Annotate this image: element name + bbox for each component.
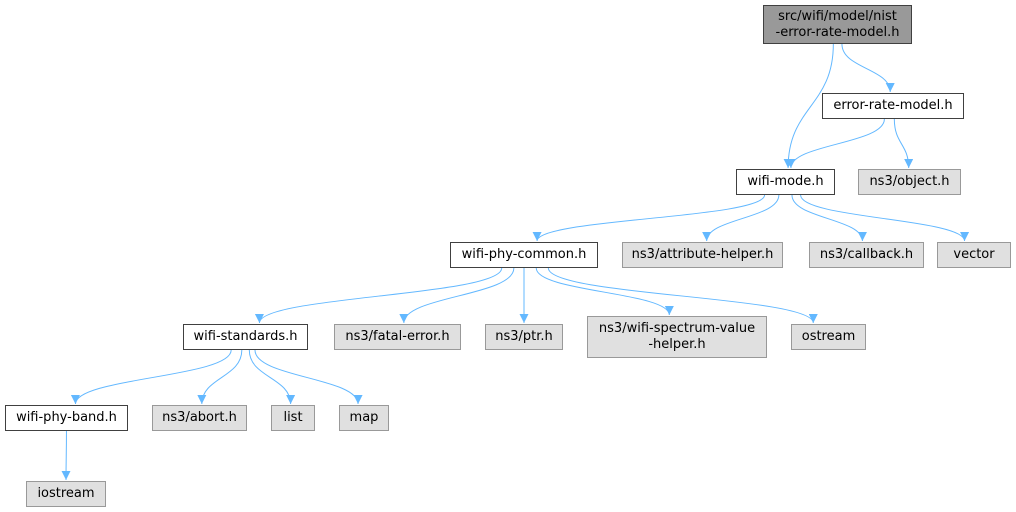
edge-common-to-spectrum xyxy=(535,267,674,316)
node-error-rate-model-h[interactable]: error-rate-model.h xyxy=(822,93,964,119)
edge-common-to-standards xyxy=(255,267,503,324)
node-ns3-attribute-helper-h: ns3/attribute-helper.h xyxy=(622,242,783,268)
edge-standards-to-list xyxy=(248,349,296,405)
edge-mode-to-attr xyxy=(702,194,780,242)
node-wifi-mode-h[interactable]: wifi-mode.h xyxy=(736,169,835,195)
node-ns3-wifi-spectrum-value-helper-h: ns3/wifi-spectrum-value -helper.h xyxy=(587,316,767,358)
edge-nist-to-mode xyxy=(783,43,834,169)
node-ns3-fatal-error-h: ns3/fatal-error.h xyxy=(334,324,461,350)
node-ns3-callback-h: ns3/callback.h xyxy=(809,242,924,268)
edge-erm-to-mode xyxy=(786,118,885,169)
node-iostream: iostream xyxy=(26,481,106,507)
edge-mode-to-callback xyxy=(791,194,867,242)
edge-common-to-ostream xyxy=(547,267,818,324)
node-vector: vector xyxy=(937,242,1011,268)
edge-nist-to-erm xyxy=(841,43,895,93)
edge-mode-to-vector xyxy=(800,194,970,242)
node-nist-error-rate-model-h: src/wifi/model/nist -error-rate-model.h xyxy=(763,5,912,44)
node-ostream: ostream xyxy=(791,324,866,350)
edge-erm-to-object xyxy=(893,118,914,169)
node-list: list xyxy=(271,405,315,431)
edge-mode-to-common xyxy=(532,194,766,242)
node-ns3-abort-h: ns3/abort.h xyxy=(152,405,247,431)
node-ns3-object-h: ns3/object.h xyxy=(858,169,961,195)
edge-standards-to-map xyxy=(254,349,363,405)
node-ns3-ptr-h: ns3/ptr.h xyxy=(485,324,563,350)
node-wifi-phy-common-h[interactable]: wifi-phy-common.h xyxy=(450,242,598,268)
edge-standards-to-abort xyxy=(197,349,243,405)
edge-common-to-fatal xyxy=(399,267,515,324)
edge-standards-to-band xyxy=(71,349,232,405)
node-wifi-standards-h[interactable]: wifi-standards.h xyxy=(183,324,308,350)
node-wifi-phy-band-h[interactable]: wifi-phy-band.h xyxy=(5,405,128,431)
node-map: map xyxy=(339,405,389,431)
